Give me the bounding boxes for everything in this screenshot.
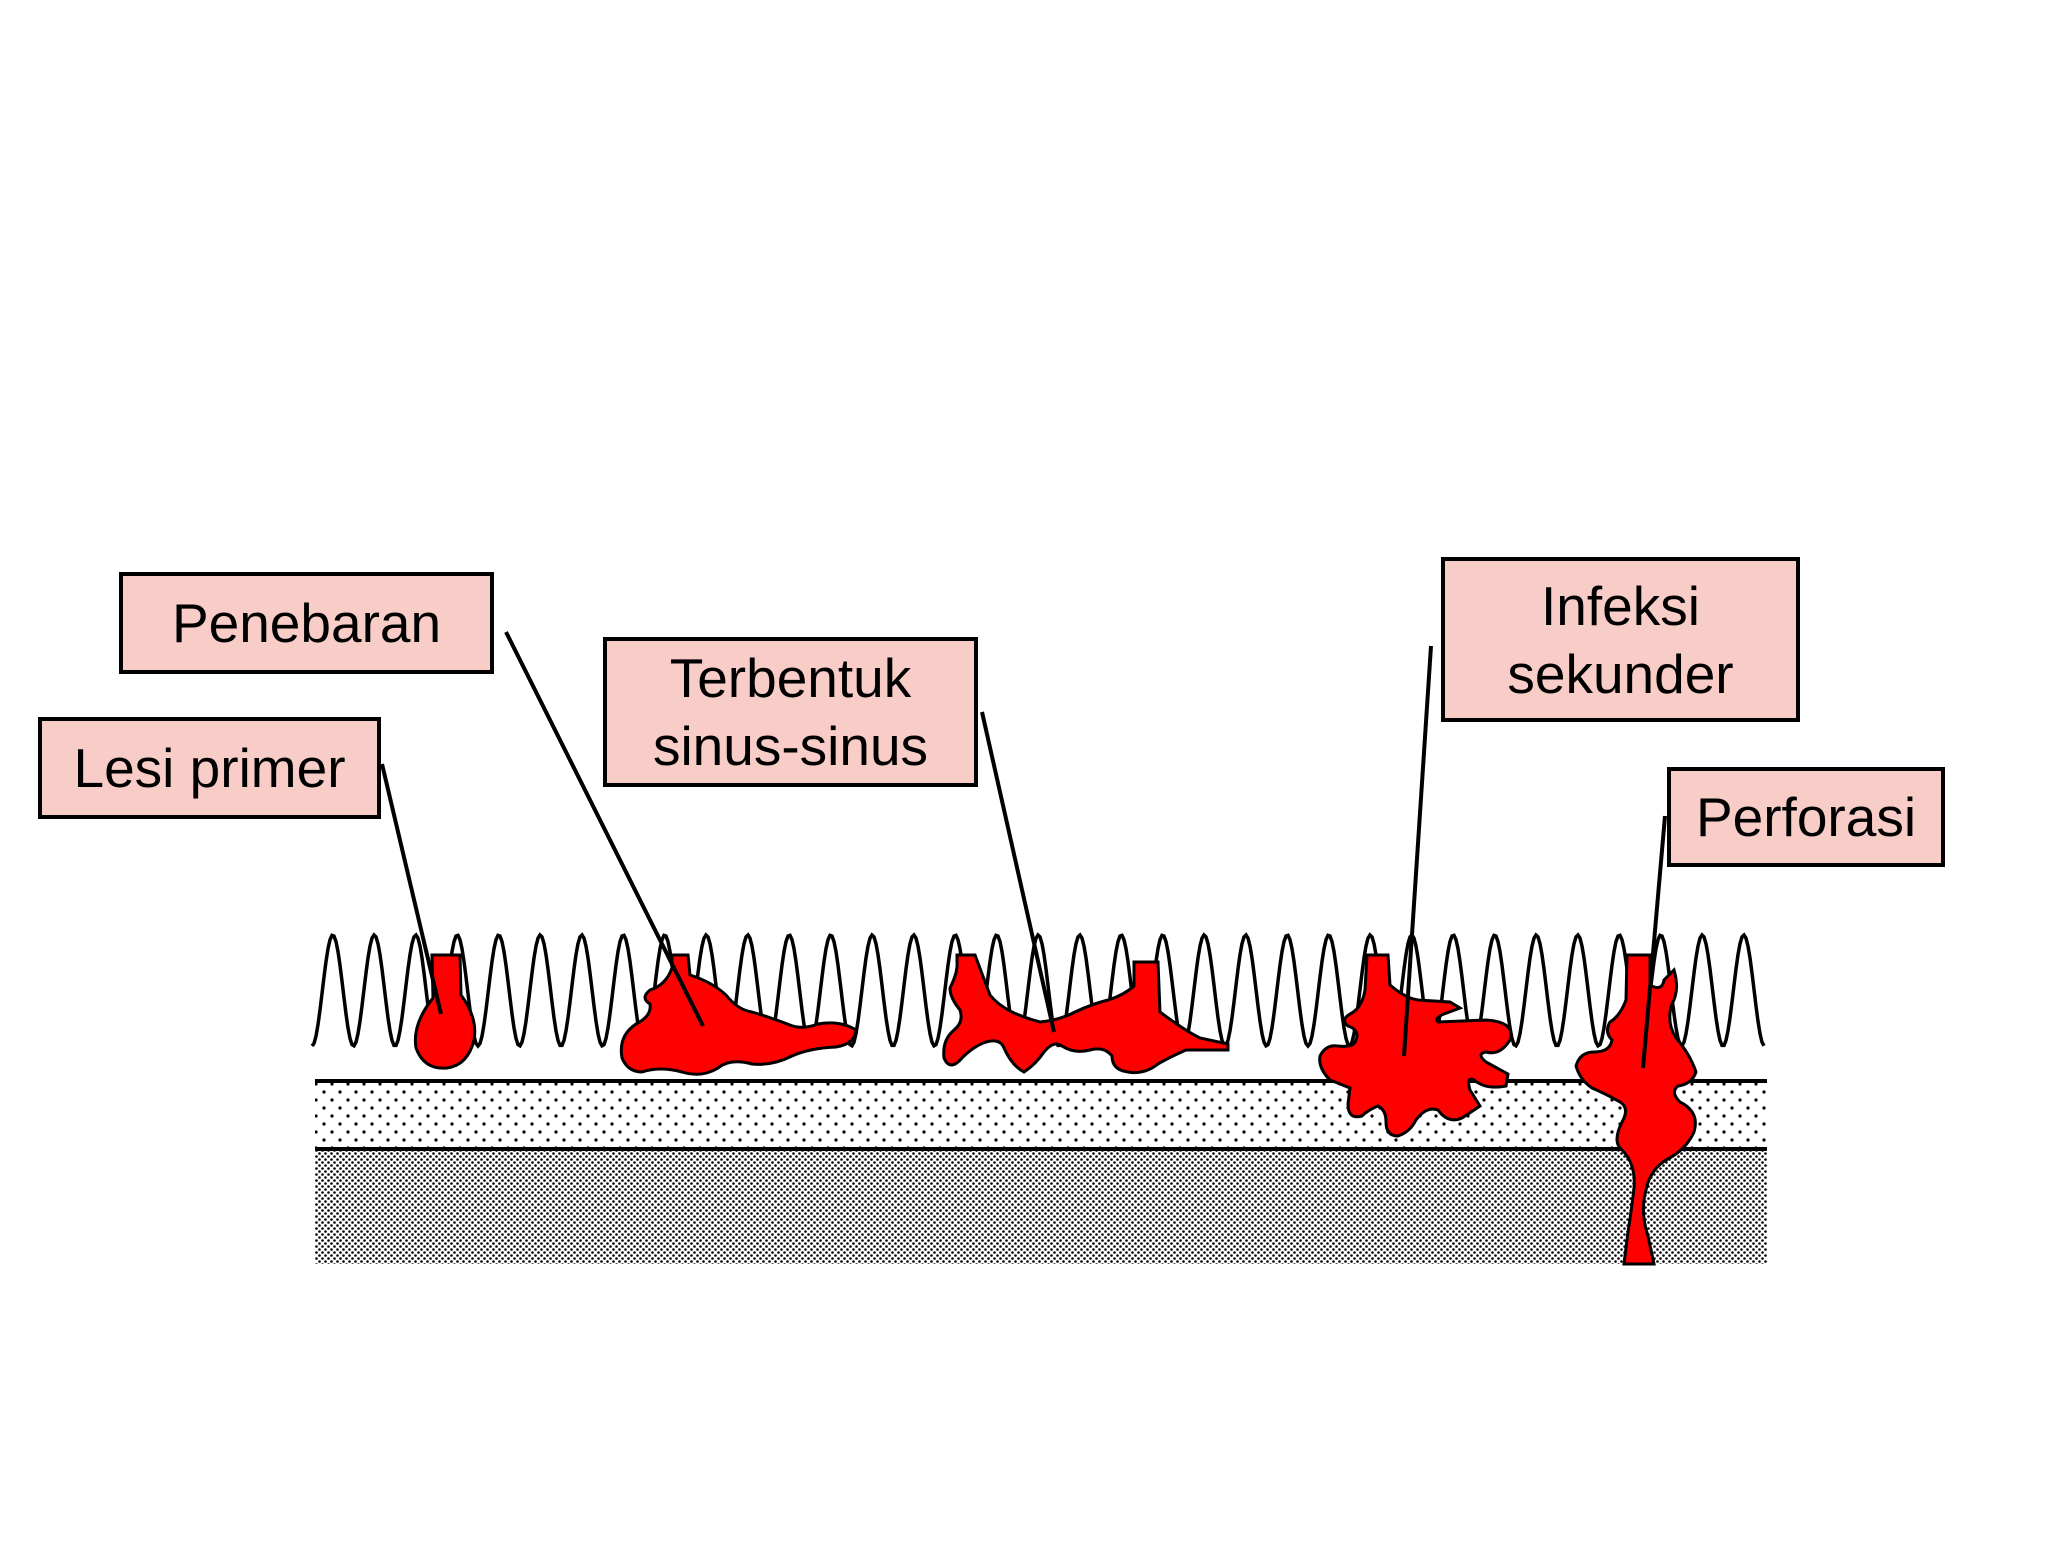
submucosa-layer [315,1081,1767,1149]
label-lesi-primer: Lesi primer [38,717,381,819]
leader-terbentuk [980,711,1056,1033]
villi-wave [310,932,1766,1049]
perforation-lesion [1574,953,1698,1266]
secondary-infection-lesion [1318,953,1513,1138]
leader-lesi-primer [380,763,443,1015]
label-perforasi-text: Perforasi [1695,786,1917,848]
sinus-lesion [942,953,1230,1075]
label-penebaran-text: Penebaran [171,592,442,654]
muscle-layer [315,1149,1767,1264]
label-penebaran: Penebaran [119,572,494,674]
label-infeksi-sekunder-text: Infeksi sekunder [1507,574,1734,705]
label-lesi-primer-text: Lesi primer [73,737,346,799]
leader-penebaran [504,631,705,1027]
label-perforasi: Perforasi [1667,767,1945,867]
label-terbentuk-sinus-text: Terbentuk sinus-sinus [652,647,929,777]
leader-infeksi [1402,645,1433,1057]
label-infeksi-sekunder: Infeksi sekunder [1441,557,1800,722]
leader-perforasi [1641,815,1667,1069]
spread-lesion [619,953,858,1076]
primary-lesion [413,953,477,1070]
label-terbentuk-sinus: Terbentuk sinus-sinus [603,637,978,787]
